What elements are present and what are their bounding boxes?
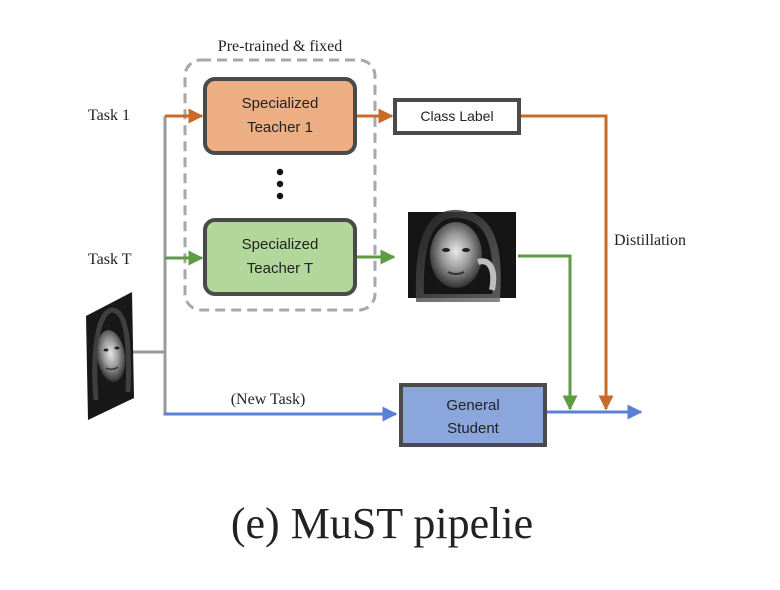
input-image: [86, 292, 134, 420]
new-task-label: (New Task): [231, 391, 306, 408]
student-line2: Student: [447, 420, 500, 437]
distillation-label: Distillation: [614, 232, 686, 249]
task-t-label: Task T: [88, 251, 132, 268]
teacher-t-distillation-path: [518, 254, 578, 411]
teacher-t-output-image: [408, 209, 516, 302]
student-line1: General: [446, 397, 499, 414]
ellipsis-dot-2: [276, 180, 284, 188]
frozen-teachers-group: [183, 58, 377, 312]
new-task-arrow: [163, 406, 398, 422]
general-student-box: [399, 383, 547, 447]
task-1-label: Task 1: [88, 107, 130, 124]
frozen-group-label: Pre-trained & fixed: [218, 38, 342, 55]
teacher-t-line1: Specialized: [242, 236, 319, 253]
class-label-distillation-path: [521, 114, 614, 411]
figure-caption: (e) MuST pipelie: [231, 499, 533, 548]
ellipsis-dot-3: [276, 192, 284, 200]
class-label-text: Class Label: [420, 108, 493, 124]
teacher-1-box: [203, 77, 357, 155]
teacher-1-line2: Teacher 1: [247, 119, 313, 136]
class-label-box: [393, 98, 521, 135]
teacher-t-box: [203, 218, 357, 296]
ellipsis-dot-1: [276, 168, 284, 176]
teacher-t-line2: Teacher T: [247, 260, 313, 277]
teacher-1-line1: Specialized: [242, 95, 319, 112]
